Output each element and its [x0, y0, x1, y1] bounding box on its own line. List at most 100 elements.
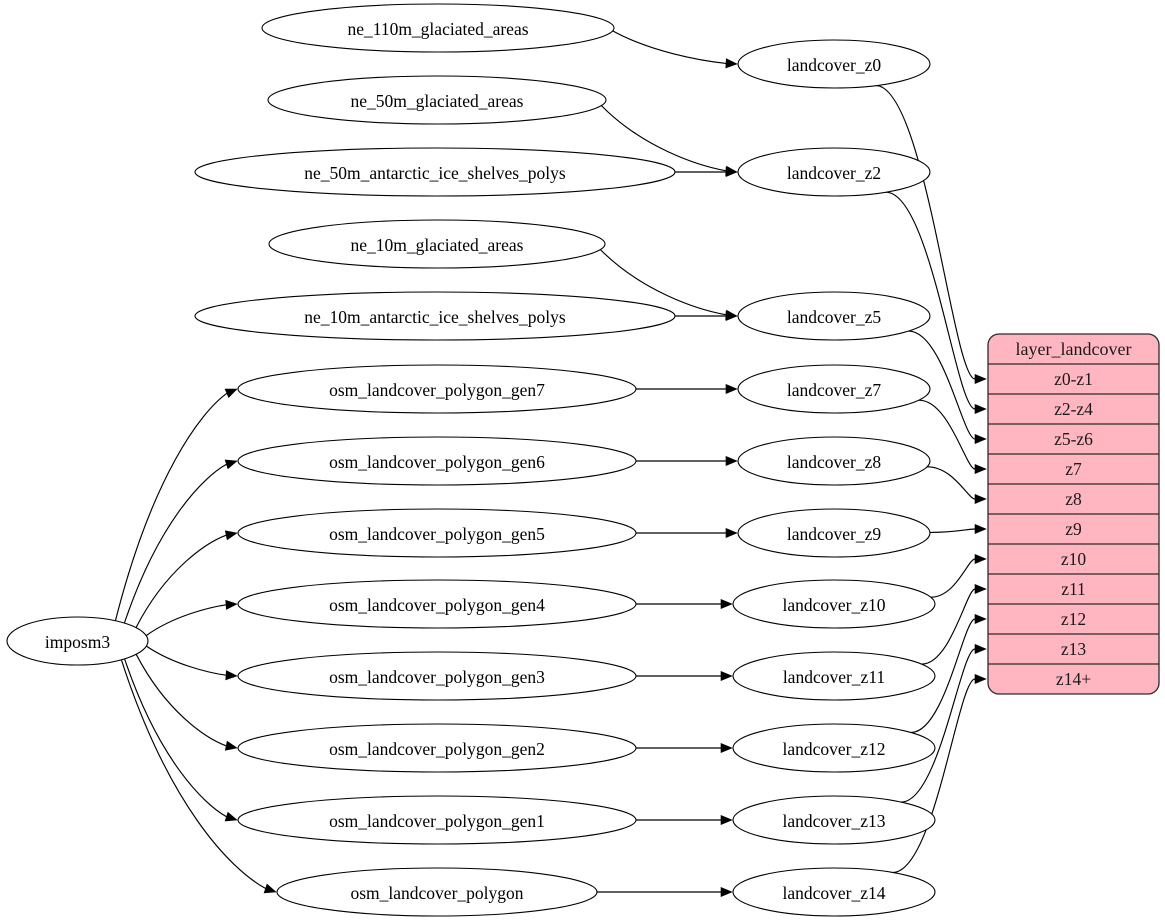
node-label: landcover_z0: [787, 55, 882, 75]
node-osm_landcover_polygon_gen5[interactable]: osm_landcover_polygon_gen5: [237, 508, 637, 558]
node-label: osm_landcover_polygon: [350, 883, 523, 903]
edge-landcover_z14-to-z14+: [892, 673, 987, 874]
arrow-head-icon: [263, 883, 277, 894]
node-osm_landcover_polygon_gen2[interactable]: osm_landcover_polygon_gen2: [237, 723, 637, 773]
table-row-z5-z6[interactable]: z5-z6: [1054, 429, 1093, 449]
node-osm_landcover_polygon_gen4[interactable]: osm_landcover_polygon_gen4: [237, 579, 637, 629]
table-row-z14-[interactable]: z14+: [1056, 669, 1091, 689]
edge-path: [908, 330, 976, 440]
arrow-head-icon: [974, 463, 987, 475]
table-row-z8[interactable]: z8: [1065, 489, 1082, 509]
table-row-z7[interactable]: z7: [1065, 459, 1082, 479]
edge-path: [921, 588, 976, 665]
edge-path: [875, 85, 976, 380]
edge-path: [135, 534, 227, 628]
node-shape: [268, 219, 606, 269]
node-landcover_z13[interactable]: landcover_z13: [732, 795, 936, 845]
node-shape: [267, 75, 607, 125]
node-ne_50m_glaciated_areas[interactable]: ne_50m_glaciated_areas: [267, 75, 607, 125]
edge-path: [901, 648, 976, 803]
edge-imposm3-to-osm_landcover_polygon_gen6: [123, 459, 238, 624]
layer-landcover-table-group: layer_landcover z0-z1 z2-z4 z5-z6 z7 z8 z9 z10 z…: [987, 333, 1160, 695]
edge-osm_landcover_polygon_gen4-to-landcover_z10: [636, 598, 733, 610]
node-landcover_z11[interactable]: landcover_z11: [732, 651, 936, 701]
edge-ne_10m_antarctic_ice_shelves_polys-to-landcover_z5: [675, 310, 738, 322]
node-shape: [737, 436, 931, 486]
arrow-head-icon: [974, 403, 987, 415]
node-landcover_z10[interactable]: landcover_z10: [732, 579, 936, 629]
table-row-z12[interactable]: z12: [1061, 609, 1086, 629]
edge-path: [599, 249, 727, 316]
node-label: ne_10m_antarctic_ice_shelves_polys: [304, 307, 566, 327]
edge-imposm3-to-osm_landcover_polygon_gen7: [114, 388, 238, 621]
node-shape: [194, 147, 676, 197]
arrow-head-icon: [224, 811, 238, 822]
node-shape: [737, 508, 931, 558]
node-shape: [737, 291, 931, 341]
node-imposm3[interactable]: imposm3: [6, 616, 149, 666]
edge-osm_landcover_polygon_gen1-to-landcover_z13: [636, 814, 733, 826]
table-row-z0-z1[interactable]: z0-z1: [1054, 369, 1093, 389]
edge-path: [600, 105, 727, 172]
node-label: osm_landcover_polygon_gen6: [329, 452, 545, 472]
edge-path: [910, 618, 976, 734]
arrow-head-icon: [725, 310, 738, 322]
node-label: osm_landcover_polygon_gen2: [329, 739, 545, 759]
node-label: ne_110m_glaciated_areas: [347, 19, 528, 39]
node-landcover_z5[interactable]: landcover_z5: [737, 291, 931, 341]
node-landcover_z0[interactable]: landcover_z0: [737, 39, 931, 89]
node-ne_10m_antarctic_ice_shelves_polys[interactable]: ne_10m_antarctic_ice_shelves_polys: [194, 291, 676, 341]
node-shape: [737, 39, 931, 89]
node-shape: [194, 291, 676, 341]
edge-osm_landcover_polygon_gen6-to-landcover_z8: [636, 455, 738, 467]
node-landcover_z9[interactable]: landcover_z9: [737, 508, 931, 558]
edge-path: [124, 658, 227, 818]
node-landcover_z12[interactable]: landcover_z12: [732, 723, 936, 773]
node-landcover_z14[interactable]: landcover_z14: [732, 867, 936, 917]
arrow-head-icon: [974, 613, 987, 625]
edge-path: [929, 528, 976, 533]
node-landcover_z7[interactable]: landcover_z7: [737, 364, 931, 414]
table-row-z13[interactable]: z13: [1061, 639, 1087, 659]
edge-osm_landcover_polygon_gen5-to-landcover_z9: [636, 527, 738, 539]
edge-landcover_z8-to-z8: [927, 466, 987, 505]
node-ne_10m_glaciated_areas[interactable]: ne_10m_glaciated_areas: [268, 219, 606, 269]
edge-landcover_z9-to-z9: [929, 523, 987, 535]
table-row-z10[interactable]: z10: [1061, 549, 1087, 569]
table-header-label: layer_landcover: [1016, 339, 1132, 359]
edge-osm_landcover_polygon_gen2-to-landcover_z12: [636, 742, 733, 754]
edge-osm_landcover_polygon_gen3-to-landcover_z11: [636, 670, 733, 682]
edge-imposm3-to-osm_landcover_polygon_gen4: [145, 599, 238, 637]
table-row-z9[interactable]: z9: [1065, 519, 1082, 539]
arrow-head-icon: [224, 530, 238, 541]
arrow-head-icon: [224, 459, 238, 470]
node-label: landcover_z5: [787, 307, 882, 327]
table-row-z11[interactable]: z11: [1061, 579, 1086, 599]
node-shape: [237, 579, 637, 629]
table-row-z2-z4[interactable]: z2-z4: [1054, 399, 1093, 419]
node-label: landcover_z10: [782, 595, 885, 615]
edge-path: [612, 30, 727, 64]
node-osm_landcover_polygon_gen3[interactable]: osm_landcover_polygon_gen3: [237, 651, 637, 701]
node-osm_landcover_polygon[interactable]: osm_landcover_polygon: [276, 867, 598, 917]
edge-path: [885, 191, 976, 410]
node-landcover_z8[interactable]: landcover_z8: [737, 436, 931, 486]
node-label: osm_landcover_polygon_gen4: [329, 595, 545, 615]
node-osm_landcover_polygon_gen7[interactable]: osm_landcover_polygon_gen7: [237, 364, 637, 414]
edge-ne_110m_glaciated_areas-to-landcover_z0: [612, 30, 738, 69]
arrow-head-icon: [974, 643, 987, 655]
node-osm_landcover_polygon_gen1[interactable]: osm_landcover_polygon_gen1: [237, 795, 637, 845]
edge-path: [927, 466, 976, 500]
node-landcover_z2[interactable]: landcover_z2: [737, 147, 931, 197]
node-label: osm_landcover_polygon_gen5: [329, 524, 545, 544]
node-osm_landcover_polygon_gen6[interactable]: osm_landcover_polygon_gen6: [237, 436, 637, 486]
edge-landcover_z0-to-z0-z1: [875, 85, 987, 385]
node-ne_50m_antarctic_ice_shelves_polys[interactable]: ne_50m_antarctic_ice_shelves_polys: [194, 147, 676, 197]
arrow-head-icon: [725, 455, 738, 467]
arrow-head-icon: [974, 673, 987, 685]
node-ne_110m_glaciated_areas[interactable]: ne_110m_glaciated_areas: [261, 3, 615, 53]
node-label: osm_landcover_polygon_gen1: [329, 811, 545, 831]
node-label: landcover_z2: [787, 163, 881, 183]
node-shape: [732, 579, 936, 629]
